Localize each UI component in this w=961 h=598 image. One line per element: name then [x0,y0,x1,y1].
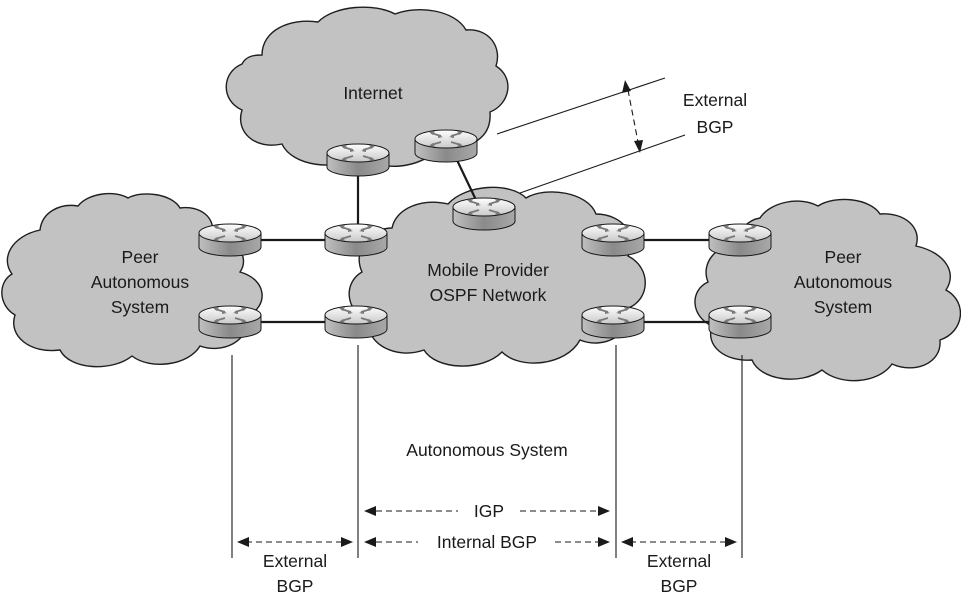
autonomous-system-label: Autonomous System [406,440,567,460]
internal-bgp-label: Internal BGP [437,532,537,552]
internet-cloud [225,6,509,168]
external-bgp-top [496,77,686,194]
peer-left-label: Autonomous [91,272,190,292]
external-bgp-left-label: External [263,551,327,571]
link-internet-edge [455,157,477,201]
external-bgp-top-label: BGP [697,117,734,137]
external-bgp-left-label: BGP [277,576,314,596]
router-icon [452,197,516,231]
router-icon [326,143,390,177]
peer-right-label: Autonomous [794,272,893,292]
router-icon [708,223,772,257]
router-icon [708,305,772,339]
bottom-arrows [237,506,737,547]
peer-right-label: System [814,297,872,317]
router-icon [198,305,262,339]
labels: Internet External BGP Peer Autonomous Sy… [91,83,893,596]
boundary-lines [231,345,743,558]
peer-left-label: System [111,297,169,317]
peer-right-label: Peer [825,247,862,267]
provider-label: OSPF Network [430,285,547,305]
router-icon [198,223,262,257]
double-arrow-icon [622,80,631,93]
router-icon [324,305,388,339]
external-bgp-top-label: External [683,90,747,110]
router-icon [581,223,645,257]
external-bgp-right-label: BGP [661,576,698,596]
internet-label: Internet [343,83,402,103]
provider-label: Mobile Provider [427,260,549,280]
igp-label: IGP [474,501,504,521]
external-bgp-right-label: External [647,551,711,571]
router-icon [324,223,388,257]
peer-left-label: Peer [122,247,159,267]
router-icon [414,129,478,163]
router-icon [581,305,645,339]
